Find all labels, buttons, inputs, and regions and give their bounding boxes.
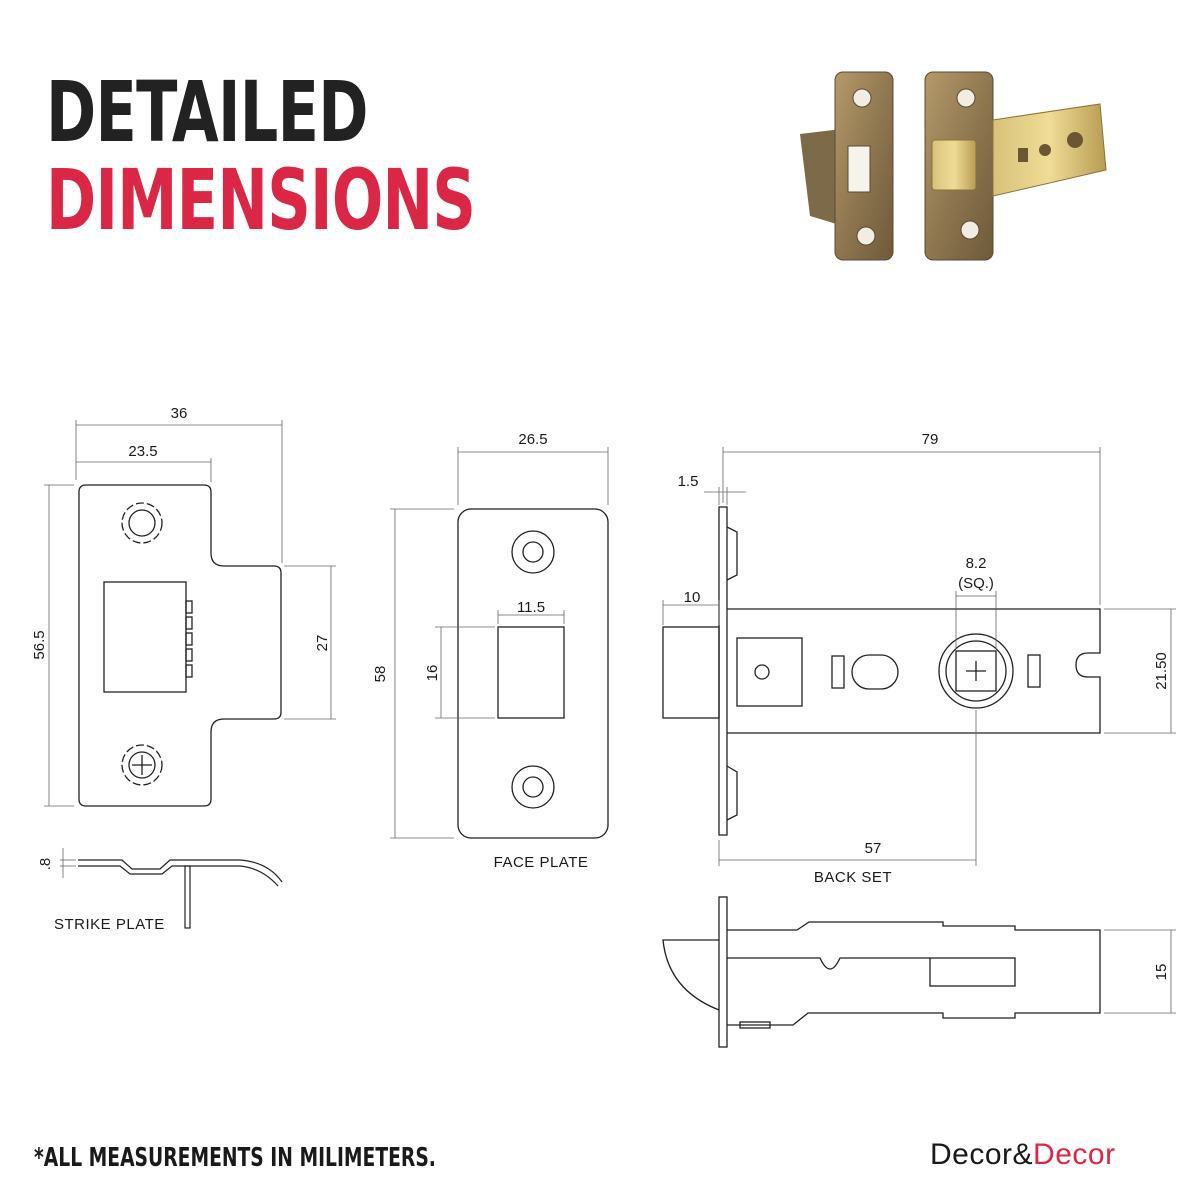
- latch-dimension-lines: [662, 447, 1176, 866]
- face-plate-outline: [457, 508, 609, 839]
- screw-top-bottom: [121, 744, 163, 786]
- strike-plate-opening: [103, 581, 187, 693]
- latch-photo: [924, 71, 1107, 261]
- dim-strike-tab-height: 27: [314, 635, 331, 652]
- brand-logo: Decor&Decor: [930, 1138, 1116, 1172]
- face-plate-hole-bottom: [511, 765, 555, 809]
- caption-strike-plate: STRIKE PLATE: [54, 916, 165, 933]
- latch-bolt: [662, 626, 720, 719]
- footnote-units: *ALL MEASUREMENTS IN MILIMETERS.: [34, 1143, 436, 1173]
- dim-face-thickness: 1.5: [678, 473, 699, 490]
- title-line-1: DETAILED: [46, 63, 368, 161]
- dim-strike-width: 36: [171, 405, 188, 422]
- latch-side-bolt: [662, 939, 720, 1011]
- face-plate-drawing: [457, 508, 609, 839]
- latch-body: [727, 608, 1101, 734]
- strike-plate-outline: [78, 484, 282, 807]
- dim-latch-length: 79: [922, 431, 939, 448]
- face-plate-hole-top: [511, 530, 555, 574]
- product-photo: [800, 71, 1107, 261]
- strike-plate-drawing: [78, 484, 282, 807]
- latch-side-body: [727, 921, 1101, 1026]
- dim-latch-projection: 10: [684, 589, 701, 606]
- spindle-hole: [938, 633, 1014, 709]
- dim-backset: 57: [865, 840, 882, 857]
- side-height-dimension: [1104, 929, 1176, 1014]
- dim-face-width: 26.5: [518, 431, 547, 448]
- caption-back-set: BACK SET: [814, 869, 892, 886]
- dim-side-height: 15: [1153, 964, 1170, 981]
- dim-face-slot-height: 16: [424, 665, 441, 682]
- strike-thickness-dimension: [60, 848, 76, 878]
- screw-hole-top: [121, 502, 163, 544]
- brand-logo-part1: Decor&: [930, 1138, 1034, 1171]
- brand-logo-part2: Decor: [1033, 1138, 1116, 1171]
- latch-oval-slot: [851, 654, 899, 690]
- dim-face-slot-width: 11.5: [517, 599, 545, 616]
- dim-face-height: 58: [372, 666, 389, 683]
- latch-top-view: [662, 506, 1101, 836]
- face-plate-dimension-lines: [390, 447, 609, 839]
- strike-plate-profile: [78, 859, 283, 929]
- latch-faceplate-edge: [718, 506, 728, 836]
- dim-strike-inner-width: 23.5: [128, 443, 157, 460]
- caption-face-plate: FACE PLATE: [494, 854, 589, 871]
- dim-spindle: 8.2: [966, 555, 987, 572]
- dim-spindle-note: (SQ.): [958, 575, 994, 592]
- dim-strike-thickness: .8: [37, 858, 54, 871]
- strike-plate-tabs: [185, 600, 193, 678]
- dim-body-height: 21.50: [1153, 652, 1170, 690]
- face-plate-slot: [497, 626, 565, 719]
- dim-strike-height: 56.5: [31, 630, 48, 659]
- strike-plate-dimension-lines: [44, 420, 336, 807]
- title-line-2: DIMENSIONS: [46, 151, 476, 249]
- strike-plate-photo: [800, 71, 894, 261]
- latch-side-view: [662, 896, 1101, 1048]
